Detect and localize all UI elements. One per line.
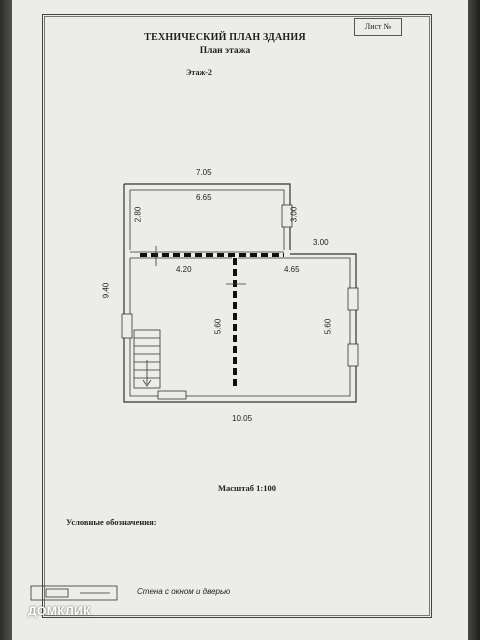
hatched-partitions [140,253,284,390]
upper-wall-outer [124,183,291,250]
main-wall-inner [129,257,351,397]
dim-upper-room-depth: 2.80 [133,206,143,223]
dim-right-room-depth: 5.60 [323,318,333,335]
window-upper-right [281,204,293,228]
window-left [121,313,133,339]
sheet-number-box: Лист № [354,18,402,36]
dim-right-offset: 3.00 [313,238,329,247]
window-right-bottom [347,343,359,367]
dim-upper-right-depth: 3.00 [289,206,299,223]
page-edge-right [468,0,480,640]
document-subtitle: План этажа [199,46,251,56]
dim-bottom-total: 10.05 [232,414,253,423]
dim-top-total: 7.05 [196,168,212,177]
dim-right-room-width: 4.65 [284,265,300,274]
page-edge-left [0,0,12,640]
watermark-logo: ДОМКЛИК [28,604,92,618]
legend-item-text: Стена с окном и дверью [137,587,231,596]
drawing-frame [42,14,432,618]
dim-left-total-height: 9.40 [101,282,111,299]
legend-title: Условные обозначения: [66,517,157,527]
dim-left-room-width: 4.20 [176,265,192,274]
main-wall-outer [123,250,357,403]
drawing-frame-inner [44,16,430,616]
floor-label: Этаж-2 [186,68,212,77]
window-right-top [347,287,359,311]
dim-upper-room-width: 6.65 [196,193,212,202]
upper-wall-inner [130,189,285,250]
staircase [133,329,161,389]
document-title: ТЕХНИЧЕСКИЙ ПЛАН ЗДАНИЯ [144,32,306,43]
dim-left-room-depth: 5.60 [213,318,223,335]
scale-label: Масштаб 1:100 [218,483,276,493]
window-bottom [157,390,187,400]
paper-sheet [12,0,468,640]
legend-wall-symbol [30,585,118,601]
